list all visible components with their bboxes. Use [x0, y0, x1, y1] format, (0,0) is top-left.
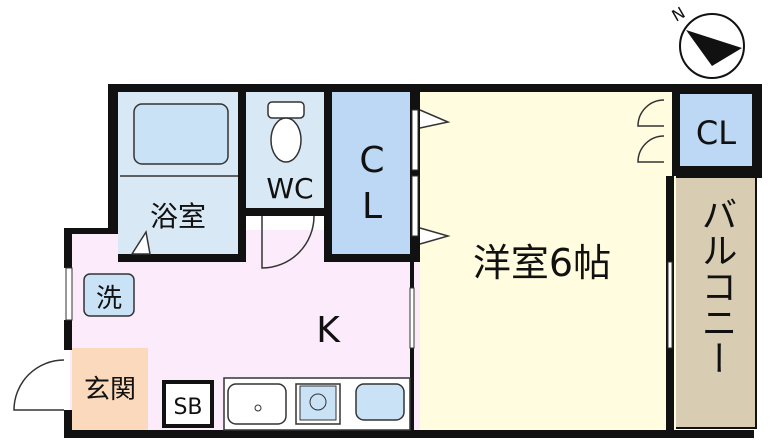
western-room-label: 洋室6帖 — [473, 241, 611, 285]
balcony-area — [673, 175, 757, 429]
compass-north-label: N — [669, 3, 689, 25]
entrance-label: 玄関 — [84, 375, 136, 405]
closet-main-label-l: L — [362, 186, 382, 227]
shoe-box-area — [162, 380, 214, 428]
laundry-box — [83, 273, 135, 317]
bathtub — [133, 103, 229, 165]
windows — [65, 109, 673, 349]
closet-main-label-c: C — [359, 140, 384, 181]
laundry-label: 洗 — [96, 284, 122, 314]
closet-small-label: CL — [696, 114, 736, 152]
kitchen-counter — [223, 377, 411, 431]
wc-label: WC — [266, 172, 313, 205]
bath-label: 浴室 — [150, 200, 206, 233]
balcony-label: バルコニー — [696, 196, 737, 376]
entrance-area — [72, 348, 148, 430]
shoe-box-label: SB — [173, 395, 202, 420]
doors — [13, 99, 665, 411]
compass-arrow-icon — [686, 30, 742, 66]
kitchen-label: K — [316, 310, 341, 351]
compass: N — [669, 3, 745, 79]
toilet-fixture — [267, 101, 305, 163]
closet-main-area — [332, 92, 412, 254]
western-room-area — [420, 92, 676, 430]
